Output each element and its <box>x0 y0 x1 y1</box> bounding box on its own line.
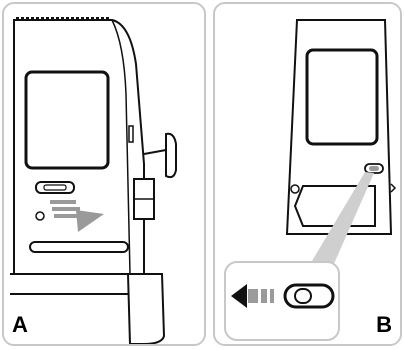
side-mirror <box>166 134 176 177</box>
mud-flap <box>128 274 164 344</box>
van-door-closeup-illustration <box>215 4 400 344</box>
rear-window <box>307 50 377 144</box>
panel-label-a: A <box>12 312 28 338</box>
panel-a: A <box>2 2 206 346</box>
door-trim-strip <box>30 242 128 252</box>
rear-window <box>26 72 108 168</box>
lock-cylinder <box>36 212 44 220</box>
panel-label-b: B <box>376 312 392 338</box>
panel-b: B <box>213 2 402 346</box>
van-rear-door-illustration <box>4 4 204 344</box>
